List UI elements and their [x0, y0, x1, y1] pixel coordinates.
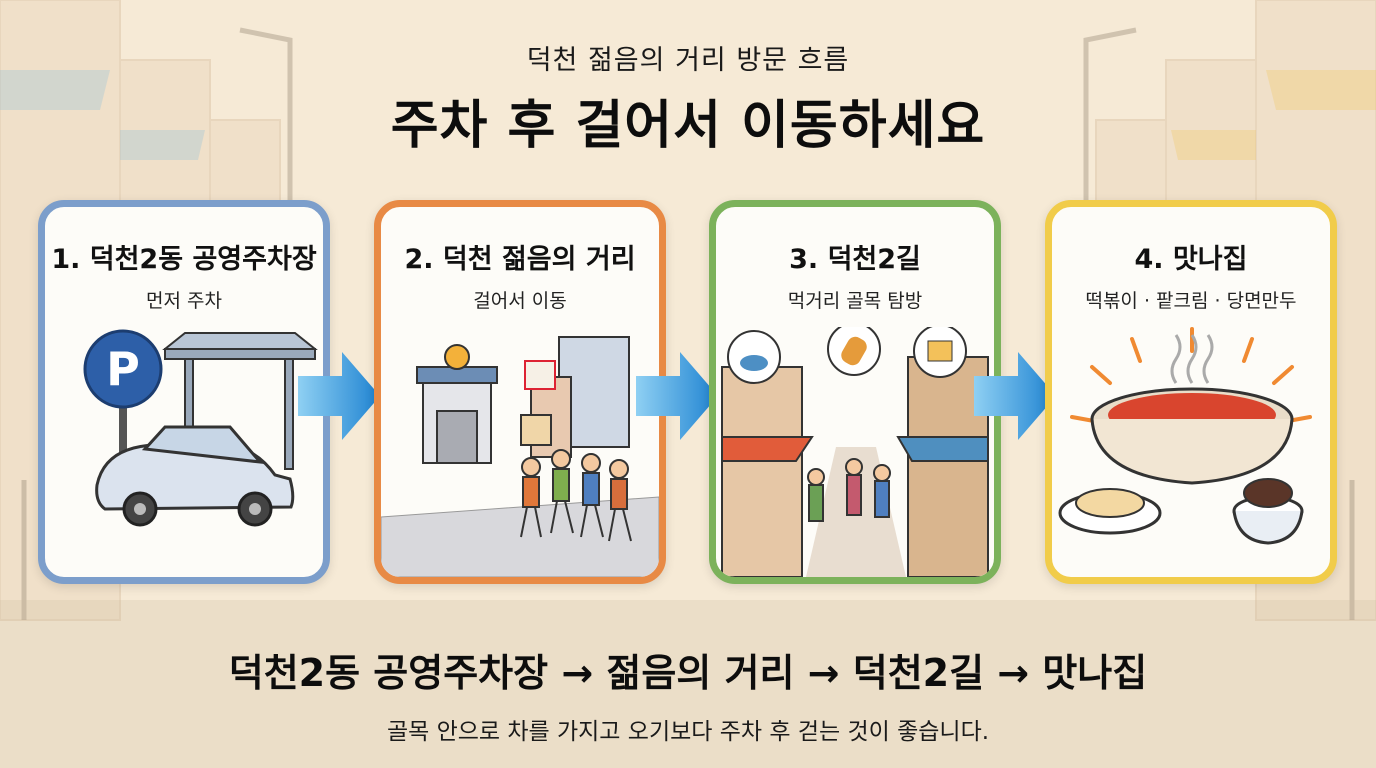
step-card-deokcheon-2gil: 3. 덕천2길 먹거리 골목 탐방 [709, 200, 1001, 584]
step-desc: 떡볶이 · 팥크림 · 당면만두 [1085, 290, 1297, 312]
page-subtitle: 덕천 젊음의 거리 방문 흐름 [526, 45, 850, 76]
step-title: 3. 덕천2길 [789, 244, 921, 275]
step-card-youth-street: 2. 덕천 젊음의 거리 걸어서 이동 [374, 200, 666, 584]
flow-arrow-2 [636, 352, 718, 440]
parking-icon: P [45, 327, 323, 577]
step-title: 2. 덕천 젊음의 거리 [404, 244, 636, 275]
svg-text:P: P [106, 342, 140, 396]
page-title: 주차 후 걸어서 이동하세요 [390, 96, 986, 156]
step-card-parking: 1. 덕천2동 공영주차장 먼저 주차 P [38, 200, 330, 584]
flow-arrow-3 [974, 352, 1056, 440]
food-bowl-icon [1052, 327, 1330, 577]
step-desc: 먼저 주차 [146, 290, 222, 312]
route-note: 골목 안으로 차를 가지고 오기보다 주차 후 걷는 것이 좋습니다. [386, 719, 990, 745]
step-desc: 먹거리 골목 탐방 [787, 290, 923, 312]
step-card-matnajip: 4. 맛나집 떡볶이 · 팥크림 · 당면만두 [1045, 200, 1337, 584]
step-title: 1. 덕천2동 공영주차장 [51, 244, 317, 275]
step-title: 4. 맛나집 [1134, 244, 1248, 275]
walking-people-icon [381, 327, 659, 577]
food-alley-icon [716, 322, 994, 577]
step-desc: 걸어서 이동 [473, 290, 567, 312]
route-summary: 덕천2동 공영주차장 → 젊음의 거리 → 덕천2길 → 맛나집 [228, 651, 1148, 695]
flow-arrow-1 [298, 352, 380, 440]
